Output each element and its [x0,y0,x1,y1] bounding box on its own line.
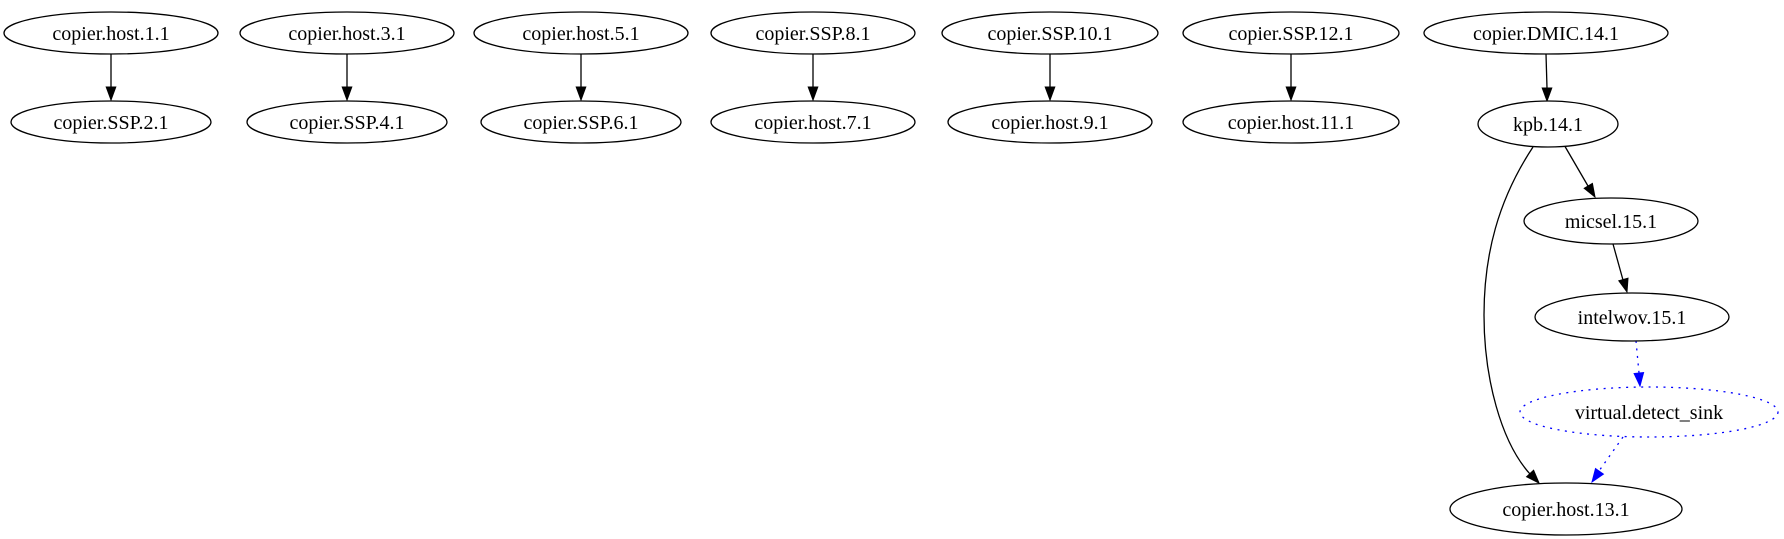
graph-node-copier-host-9-1: copier.host.9.1 [947,100,1153,144]
graph-node-copier-host-3-1: copier.host.3.1 [239,11,455,55]
node-label: virtual.detect_sink [1575,402,1723,424]
graph-edge-copier-host-5-1-to-copier-SSP-6-1 [575,54,587,102]
graph-node-copier-SSP-8-1: copier.SSP.8.1 [710,11,916,55]
graph-edge-virtual-detect-sink-to-copier-host-13-1 [1591,436,1624,484]
node-ellipse [1449,482,1683,536]
node-label: copier.host.13.1 [1502,499,1629,521]
node-ellipse [3,11,219,55]
graph-edge-copier-SSP-10-1-to-copier-host-9-1 [1044,54,1056,102]
arrowhead-icon [1541,87,1553,103]
graph-edge-kpb-14-1-to-micsel-15-1 [1562,142,1596,199]
node-label: micsel.15.1 [1565,211,1657,233]
graph-node-micsel-15-1: micsel.15.1 [1523,197,1699,245]
node-label: copier.host.9.1 [991,112,1108,134]
graph-edge-copier-DMIC-14-1-to-kpb-14-1 [1541,53,1553,103]
graph-node-copier-SSP-12-1: copier.SSP.12.1 [1182,11,1400,55]
graph-edge-kpb-14-1-to-copier-host-13-1 [1483,146,1540,485]
graph-node-copier-DMIC-14-1: copier.DMIC.14.1 [1423,11,1669,55]
node-ellipse [1534,292,1730,342]
node-ellipse [239,11,455,55]
node-ellipse [1182,11,1400,55]
node-label: copier.SSP.4.1 [289,112,404,134]
node-label: copier.host.7.1 [754,112,871,134]
arrowhead-icon [807,86,819,102]
node-ellipse [1523,197,1699,245]
node-label: kpb.14.1 [1513,114,1583,136]
graph-node-copier-host-13-1: copier.host.13.1 [1449,482,1683,536]
graph-edge-copier-SSP-8-1-to-copier-host-7-1 [807,54,819,102]
arrowhead-icon [1617,277,1629,294]
arrowhead-icon [105,86,117,102]
graph-node-copier-SSP-10-1: copier.SSP.10.1 [941,11,1159,55]
graph-edge-copier-host-3-1-to-copier-SSP-4-1 [341,54,353,102]
arrowhead-icon [1583,182,1596,199]
node-label: copier.host.5.1 [522,23,639,45]
node-ellipse [947,100,1153,144]
node-label: intelwov.15.1 [1578,307,1687,329]
node-label: copier.SSP.2.1 [53,112,168,134]
arrowhead-icon [1285,86,1297,102]
node-ellipse [710,100,916,144]
node-ellipse [10,100,212,144]
node-label: copier.SSP.12.1 [1228,23,1353,45]
node-label: copier.DMIC.14.1 [1473,23,1619,45]
graph-node-kpb-14-1: kpb.14.1 [1477,100,1619,148]
arrowhead-icon [1591,467,1605,484]
graph-node-copier-host-5-1: copier.host.5.1 [473,11,689,55]
arrowhead-icon [1633,372,1645,388]
node-label: copier.SSP.10.1 [987,23,1112,45]
node-ellipse [1182,100,1400,144]
graph-node-intelwov-15-1: intelwov.15.1 [1534,292,1730,342]
node-label: copier.host.1.1 [52,23,169,45]
graph-node-virtual-detect-sink: virtual.detect_sink [1519,386,1779,438]
graph-edge-copier-SSP-12-1-to-copier-host-11-1 [1285,54,1297,102]
node-ellipse [710,11,916,55]
node-ellipse [1477,100,1619,148]
node-ellipse [246,100,448,144]
node-label: copier.SSP.6.1 [523,112,638,134]
graph-node-copier-host-7-1: copier.host.7.1 [710,100,916,144]
node-label: copier.SSP.8.1 [755,23,870,45]
graph-node-copier-host-1-1: copier.host.1.1 [3,11,219,55]
node-ellipse [480,100,682,144]
graph-node-copier-SSP-2-1: copier.SSP.2.1 [10,100,212,144]
graph-node-copier-host-11-1: copier.host.11.1 [1182,100,1400,144]
graph-node-copier-SSP-6-1: copier.SSP.6.1 [480,100,682,144]
arrowhead-icon [341,86,353,102]
node-ellipse [473,11,689,55]
graph-edge-micsel-15-1-to-intelwov-15-1 [1612,243,1629,294]
arrowhead-icon [575,86,587,102]
node-ellipse [941,11,1159,55]
node-label: copier.host.11.1 [1228,112,1354,134]
node-label: copier.host.3.1 [288,23,405,45]
node-ellipse [1423,11,1669,55]
arrowhead-icon [1525,469,1540,485]
arrowhead-icon [1044,86,1056,102]
graph-edge-copier-host-1-1-to-copier-SSP-2-1 [105,54,117,102]
node-ellipse [1519,386,1779,438]
graph-edge-intelwov-15-1-to-virtual-detect-sink [1633,340,1645,388]
graph-node-copier-SSP-4-1: copier.SSP.4.1 [246,100,448,144]
